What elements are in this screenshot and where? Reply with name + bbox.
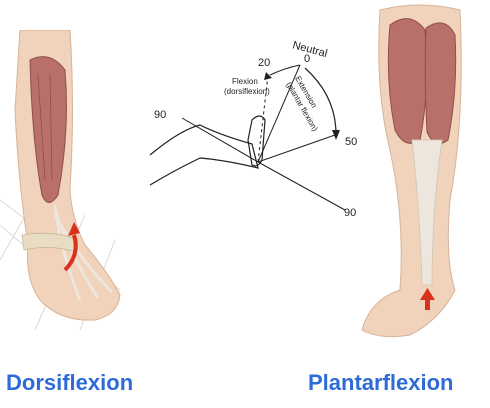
leg-front-image xyxy=(0,29,121,331)
zero-label: 0 xyxy=(304,53,310,65)
foot-outline xyxy=(247,115,266,167)
up-arrow-icon xyxy=(420,288,435,310)
dorsiflexion-label: (dorsiflexion) xyxy=(224,87,270,96)
plantarflexion-caption: Plantarflexion xyxy=(308,370,454,395)
line-20 xyxy=(257,74,269,163)
line-90-left xyxy=(181,117,259,163)
flexion-arc xyxy=(269,64,301,76)
flexion-label: Flexion xyxy=(232,77,258,86)
angle-90-bottom-label: 90 xyxy=(344,207,356,219)
angle-20-label: 20 xyxy=(258,57,270,69)
line-neutral xyxy=(257,64,301,163)
dorsiflexion-illustration xyxy=(0,29,130,340)
extension-arc xyxy=(304,67,337,133)
line-50 xyxy=(257,134,336,163)
angle-90-left-label: 90 xyxy=(154,109,166,121)
curved-up-arrow-icon xyxy=(63,222,80,272)
leg-outline xyxy=(149,124,259,186)
plantarflexion-illustration xyxy=(350,0,490,350)
line-90-bottom xyxy=(257,161,346,211)
gastrocnemius-lateral xyxy=(424,22,457,145)
leg-back-image xyxy=(361,4,462,338)
ankle-angle-diagram: Neutral 0 20 50 90 90 Flexion (dorsiflex… xyxy=(140,20,370,230)
angle-diagram-svg: Neutral 0 20 50 90 90 Flexion (dorsiflex… xyxy=(149,39,357,219)
gastrocnemius-medial xyxy=(387,18,428,144)
dorsiflexion-caption: Dorsiflexion xyxy=(6,370,134,395)
angle-50-label: 50 xyxy=(345,136,357,148)
achilles-tendon xyxy=(411,139,443,286)
